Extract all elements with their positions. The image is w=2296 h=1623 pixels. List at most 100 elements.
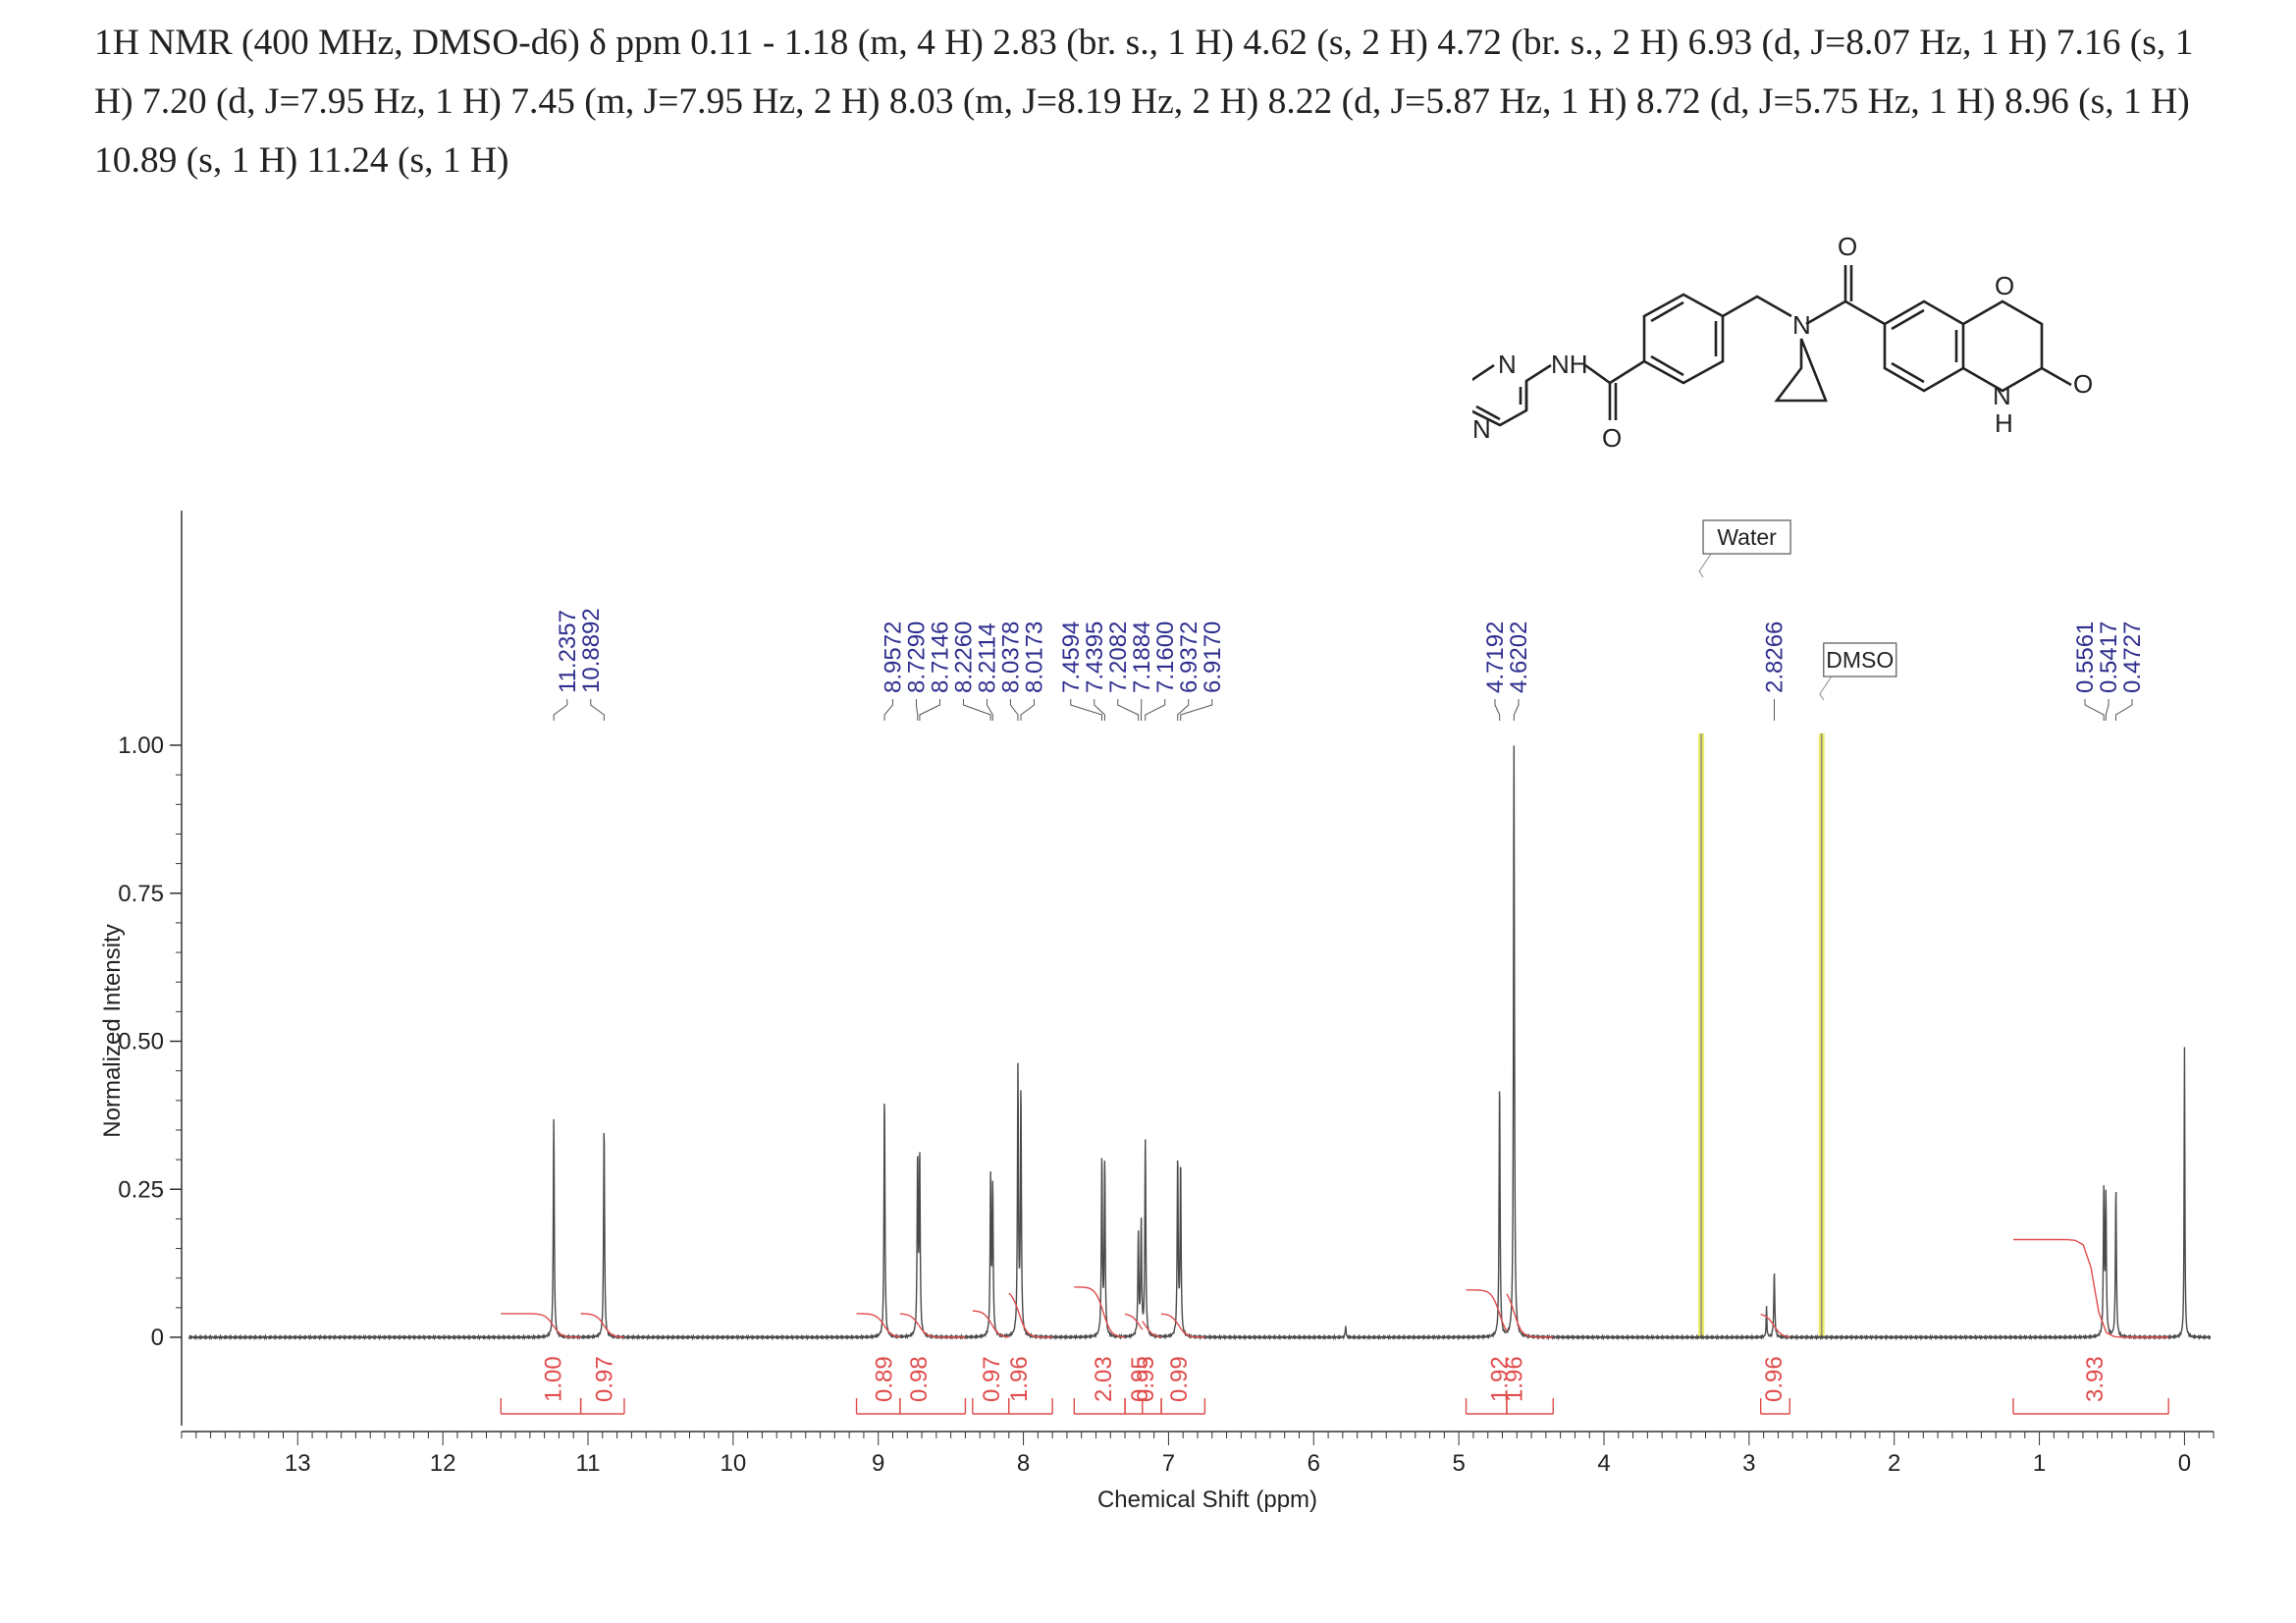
peak-label-connector: [1020, 699, 1035, 721]
integral-value: 0.95: [1133, 1356, 1159, 1402]
peak-label-connector: [2105, 699, 2109, 721]
integral-value: 0.96: [1761, 1356, 1788, 1402]
integral-value: 0.97: [979, 1356, 1005, 1402]
nmr-description: 1H NMR (400 MHz, DMSO-d6) δ ppm 0.11 - 1…: [94, 23, 2194, 181]
integral-value: 1.92: [1487, 1356, 1514, 1402]
x-tick-label: 10: [721, 1450, 747, 1477]
peak-label-connector: [1094, 699, 1105, 721]
integral-value: 1.96: [1501, 1356, 1527, 1402]
peak-label: 7.4594: [1058, 622, 1085, 693]
x-tick-label: 3: [1742, 1450, 1755, 1477]
integral-curve: [899, 1313, 966, 1338]
integral-value: 2.03: [1091, 1356, 1117, 1402]
peak-label-connector: [2084, 699, 2105, 721]
y-tick-label: 0.25: [118, 1176, 164, 1203]
x-tick-label: 13: [285, 1450, 311, 1477]
solvent-label: Water: [1717, 524, 1777, 550]
integral-curve: [1506, 1293, 1554, 1338]
x-tick-label: 4: [1597, 1450, 1610, 1477]
integral-curve: [856, 1313, 900, 1338]
y-tick-label: 0: [151, 1325, 164, 1351]
x-tick-label: 1: [2033, 1450, 2046, 1477]
peak-label-connector: [919, 699, 940, 721]
x-tick-label: 0: [2178, 1450, 2191, 1477]
peak-label: 7.4395: [1082, 622, 1108, 693]
x-tick-label: 8: [1017, 1450, 1030, 1477]
integral-curve: [1074, 1286, 1126, 1338]
peak-label-connector: [590, 699, 605, 721]
integral-curve: [580, 1313, 625, 1338]
solvent-label-box: [1823, 642, 1897, 677]
integral-curve: [1760, 1314, 1790, 1338]
chemical-structure: O O N NH N N O N H O: [1472, 232, 2093, 453]
peak-label-connector: [1177, 699, 1190, 721]
atom-label: N: [1792, 310, 1811, 340]
peak-label: 0.5561: [2072, 622, 2099, 693]
solvent-label-leader: [1698, 553, 1712, 578]
integral-value: 0.98: [906, 1356, 933, 1402]
x-tick-label: 9: [872, 1450, 884, 1477]
peak-label: 8.7290: [903, 622, 930, 693]
integral-value: 1.00: [541, 1356, 567, 1402]
x-tick-label: 11: [576, 1450, 601, 1477]
integral-curve: [2013, 1238, 2169, 1338]
x-tick-label: 6: [1308, 1450, 1320, 1477]
atom-label: O: [1995, 271, 2014, 300]
peak-label: 6.9170: [1200, 622, 1226, 693]
x-tick-label: 2: [1888, 1450, 1900, 1477]
peak-label: 8.0378: [997, 622, 1024, 693]
peak-label-connector: [2115, 699, 2133, 721]
peak-label: 7.2082: [1105, 622, 1132, 693]
atom-label: O: [2073, 369, 2093, 399]
peak-label: 7.1884: [1129, 622, 1155, 693]
integral-curve: [972, 1310, 1009, 1338]
peak-label: 4.7192: [1482, 622, 1509, 693]
y-tick-label: 0.50: [118, 1029, 164, 1055]
peak-label-connector: [553, 699, 568, 721]
y-tick-label: 0.75: [118, 881, 164, 907]
atom-label: O: [1838, 232, 1857, 261]
peak-label: 4.6202: [1506, 622, 1532, 693]
spectrum-line: [187, 745, 2212, 1341]
atom-label: N: [1993, 381, 2011, 410]
integral-value: 0.97: [591, 1356, 617, 1402]
integral-value: 3.93: [2082, 1356, 2109, 1402]
peak-label-connector: [1009, 699, 1019, 721]
structure-bonds: [1472, 265, 2072, 427]
x-tick-label: 12: [430, 1450, 456, 1477]
integral-value: 0.95: [1127, 1356, 1153, 1402]
peak-label: 11.2357: [555, 610, 581, 693]
solvent-label: DMSO: [1826, 647, 1894, 673]
peak-label: 6.9372: [1176, 622, 1202, 693]
integral-curve: [1160, 1313, 1205, 1338]
atom-label: O: [1602, 423, 1622, 453]
spectrum-trace: [187, 745, 2212, 1341]
integral-curve: [501, 1313, 581, 1338]
peak-label-connector: [1494, 699, 1501, 721]
axes: [170, 511, 2215, 1445]
solvent-label-leader: [1819, 676, 1833, 701]
x-tick-label: 7: [1162, 1450, 1175, 1477]
integral-curve: [1008, 1292, 1053, 1338]
peak-label-connector: [1180, 699, 1213, 721]
peak-label-connector: [962, 699, 991, 721]
peak-label: 8.2260: [950, 622, 977, 693]
integral-curve: [1142, 1321, 1162, 1338]
atom-label: H: [1995, 408, 2013, 438]
integral-curves: [500, 1238, 2169, 1415]
peak-label: 2.8266: [1761, 622, 1788, 693]
peak-label-connector: [1513, 699, 1520, 721]
peak-label: 8.0173: [1021, 622, 1047, 693]
peak-label: 7.1600: [1152, 622, 1179, 693]
structure-atom-labels: O O N NH N N O N H O: [1472, 232, 2093, 453]
peak-label-connector: [1070, 699, 1102, 721]
integral-value: 0.99: [1166, 1356, 1193, 1402]
solvent-label-box: [1702, 519, 1791, 555]
peak-label: 8.9572: [880, 622, 906, 693]
x-axis-label: Chemical Shift (ppm): [1097, 1487, 1317, 1513]
